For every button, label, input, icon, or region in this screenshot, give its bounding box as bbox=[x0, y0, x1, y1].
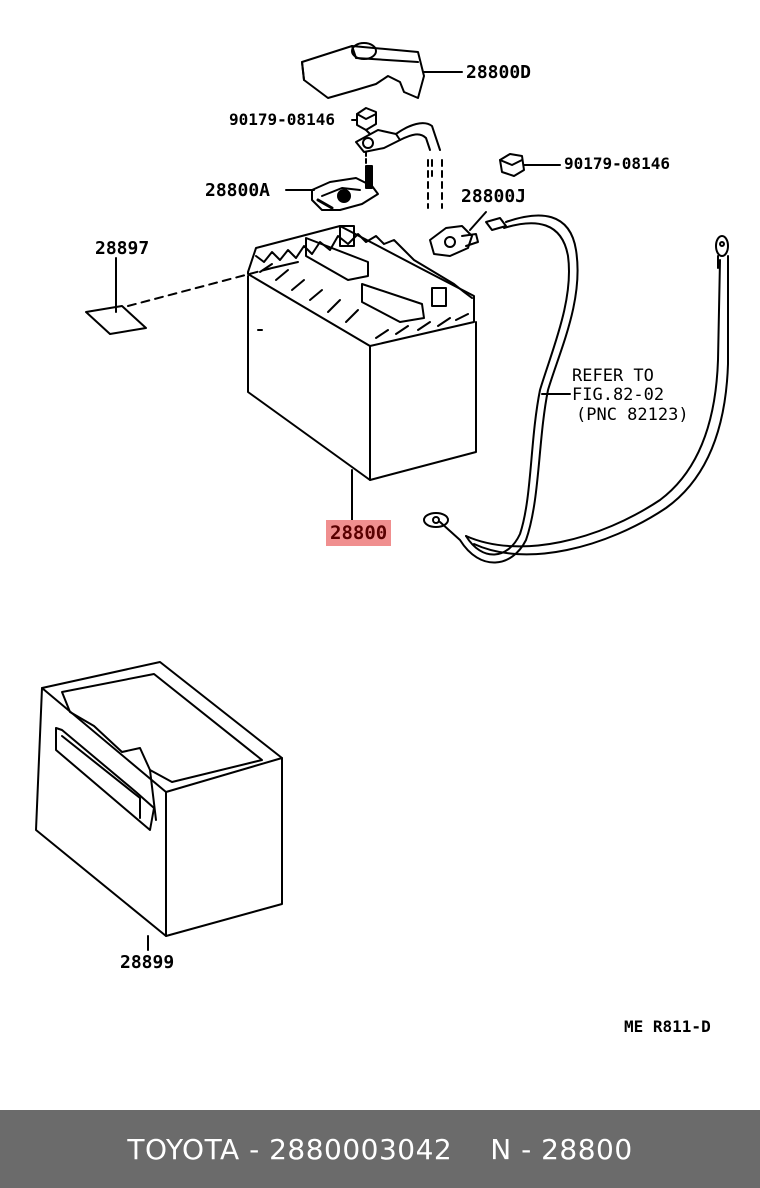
footer-pnc: N - 28800 bbox=[490, 1132, 633, 1166]
refer-note-line3: (PNC 82123) bbox=[576, 405, 689, 425]
negative-terminal-drawing bbox=[429, 211, 507, 257]
nut-left-drawing bbox=[351, 107, 377, 131]
label-nut-left[interactable]: 90179-08146 bbox=[229, 110, 335, 129]
label-battery-tray[interactable]: 28899 bbox=[120, 952, 175, 973]
label-positive-terminal[interactable]: 28800A bbox=[205, 180, 271, 201]
battery-tray-drawing bbox=[35, 661, 283, 951]
battery-drawing bbox=[247, 225, 477, 521]
refer-note-line2: FIG.82-02 bbox=[572, 385, 665, 405]
nut-right-drawing bbox=[499, 153, 561, 177]
positive-cable-drawing bbox=[355, 122, 443, 209]
drawing-code: ME R811-D bbox=[624, 1017, 711, 1036]
label-plate-drawing bbox=[85, 257, 299, 335]
positive-terminal-drawing bbox=[285, 165, 379, 211]
terminal-cover-drawing bbox=[301, 42, 463, 99]
label-plate[interactable]: 28897 bbox=[95, 238, 150, 259]
negative-cable-drawing bbox=[423, 214, 729, 564]
label-nut-right[interactable]: 90179-08146 bbox=[564, 154, 670, 173]
parts-diagram bbox=[35, 42, 729, 951]
label-battery-highlighted[interactable]: 28800 bbox=[326, 520, 392, 546]
footer-brand-part: TOYOTA - 2880003042 bbox=[127, 1132, 453, 1166]
label-negative-terminal[interactable]: 28800J bbox=[461, 186, 527, 207]
refer-note-line1: REFER TO bbox=[572, 366, 654, 386]
footer-bar: TOYOTA - 2880003042 N - 28800 bbox=[0, 1110, 760, 1188]
label-terminal-cover[interactable]: 28800D bbox=[466, 62, 532, 83]
